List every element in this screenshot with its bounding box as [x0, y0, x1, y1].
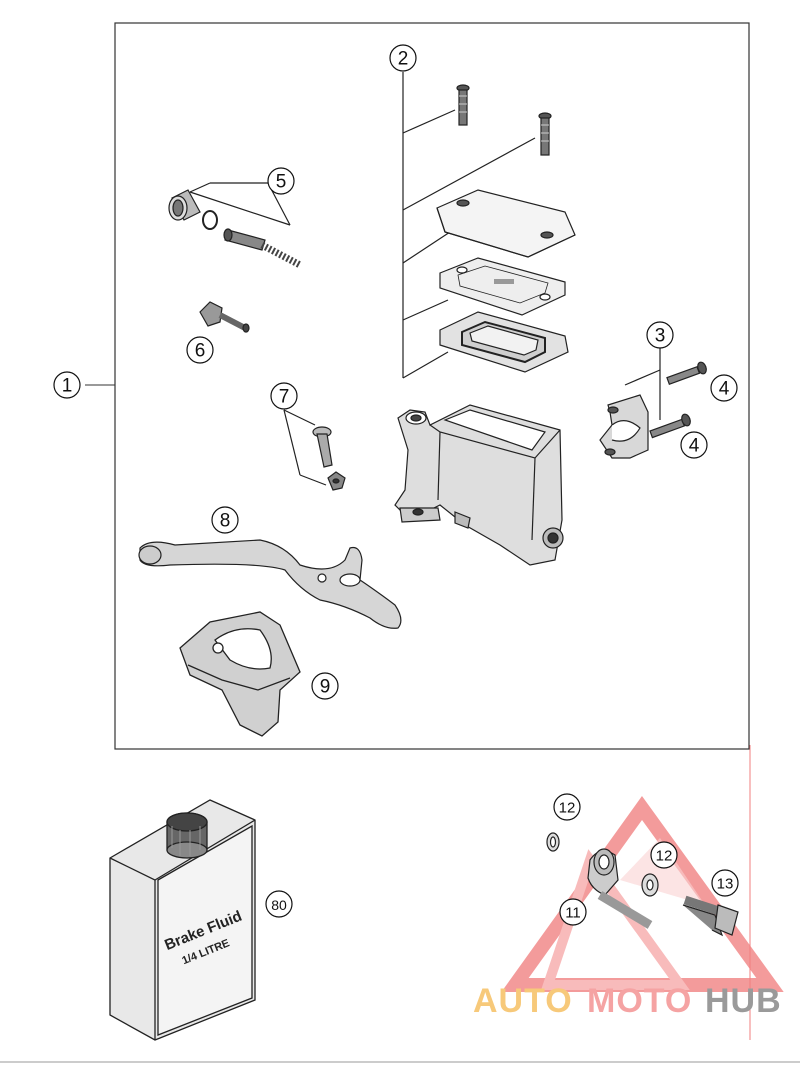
cover-screw-2 [538, 112, 552, 156]
banjo-parts [546, 832, 739, 937]
brake-fluid-can: Brake Fluid 1/4 LITRE [109, 799, 256, 1041]
watermark-part2: MOTO [587, 982, 692, 1020]
callout-13-label: 13 [717, 876, 734, 893]
callout-12a-label: 12 [559, 800, 576, 817]
callout-8: 8 [211, 506, 239, 534]
callout-12b-label: 12 [656, 848, 673, 865]
callout-7: 7 [270, 382, 298, 410]
callout-6-label: 6 [195, 341, 206, 362]
piston-kit [168, 182, 302, 269]
watermark-logo: AUTO MOTO HUB [473, 982, 782, 1020]
clamp-bolt-2 [649, 413, 691, 439]
callout-8-label: 8 [220, 511, 231, 532]
reservoir-cover-group [402, 72, 576, 379]
callout-11-label: 11 [565, 905, 581, 922]
callout-80: 80 [265, 890, 293, 918]
assembly-frame [114, 22, 750, 750]
callout-4b-label: 4 [689, 436, 700, 457]
callout-1-label: 1 [62, 376, 73, 397]
brake-lever [138, 539, 402, 629]
cover-screw-1 [456, 84, 470, 126]
watermark-part1: AUTO [473, 982, 573, 1020]
callout-3-label: 3 [655, 326, 666, 347]
callout-13: 13 [711, 869, 739, 897]
callout-9-label: 9 [320, 677, 331, 698]
callout-11: 11 [559, 898, 587, 926]
callout-2: 2 [389, 44, 417, 72]
callout-80-label: 80 [271, 897, 287, 913]
callout-5: 5 [267, 167, 295, 195]
callout-1: 1 [53, 371, 81, 399]
bleed-screw [199, 301, 250, 333]
callout-4a-label: 4 [719, 379, 730, 400]
callout-2-label: 2 [398, 49, 409, 70]
watermark-part3: HUB [705, 982, 782, 1020]
clamp-bolt-1 [666, 361, 707, 386]
callout-3: 3 [646, 321, 674, 349]
callout-7-label: 7 [279, 387, 290, 408]
callout-9: 9 [311, 672, 339, 700]
pivot-bolt [283, 409, 346, 491]
callout-5-label: 5 [276, 172, 287, 193]
lever-boot [179, 611, 301, 737]
callout-4b: 4 [680, 431, 708, 459]
master-cylinder-body [394, 404, 564, 566]
callout-12a: 12 [553, 793, 581, 821]
callout-6: 6 [186, 336, 214, 364]
callout-4a: 4 [710, 374, 738, 402]
callout-12b: 12 [650, 841, 678, 869]
handlebar-clamp [599, 347, 707, 459]
